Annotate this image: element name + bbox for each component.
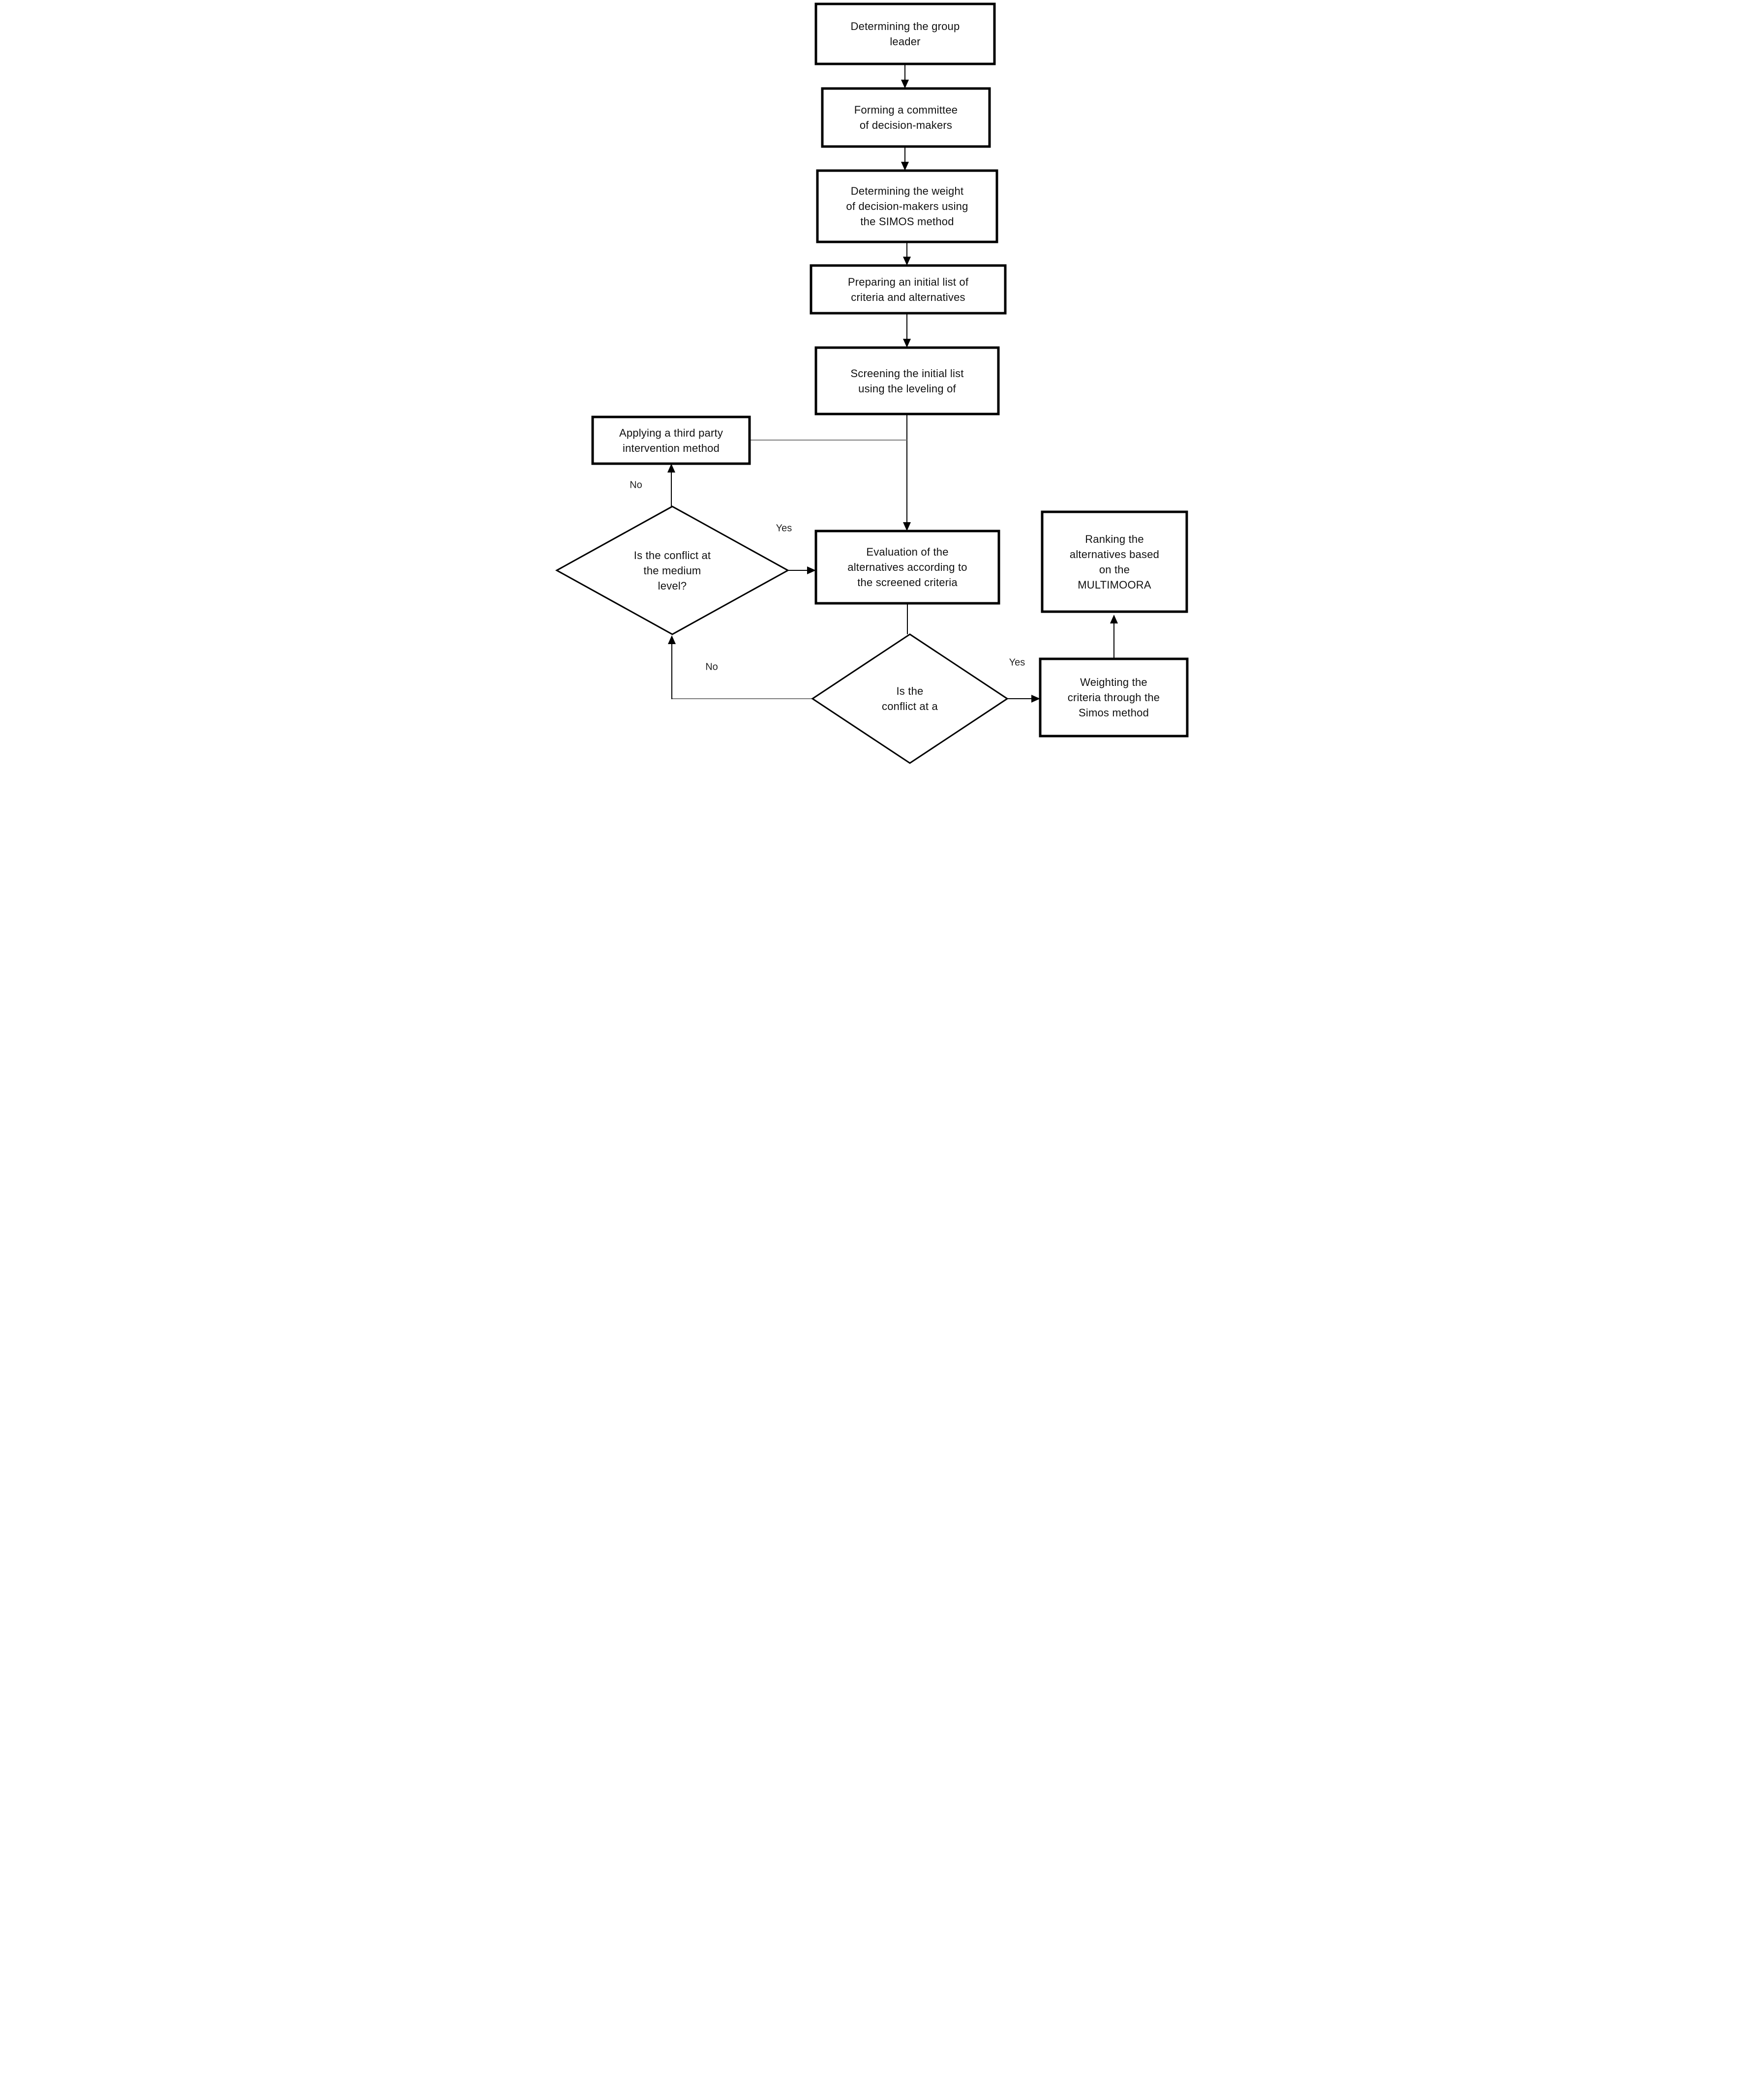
label-line: leader (890, 35, 921, 48)
label-line: of decision-makers (859, 119, 953, 131)
label-line: Preparing an initial list of (847, 275, 969, 288)
arrowhead-down-icon (901, 162, 909, 171)
node-weighting-box (1039, 657, 1189, 738)
node-ranking-box (1041, 510, 1188, 613)
node-label-group-leader: Determining the group leader (816, 4, 994, 64)
node-label-weighting: Weighting the criteria through the Simos… (1040, 659, 1187, 736)
node-initial-list-box (810, 264, 1007, 315)
label-line: alternatives according to (847, 561, 967, 573)
node-label-conflict-low: Is the conflict at a (819, 667, 1001, 731)
label-line: Determining the weight (850, 185, 964, 197)
label-line: Is the (896, 685, 924, 697)
label-line: the medium (643, 564, 701, 577)
label-line: Forming a committee (854, 104, 958, 116)
label-line: level? (658, 579, 687, 592)
node-conflict-medium-diamond (555, 505, 790, 635)
node-label-committee: Forming a committee of decision-makers (822, 89, 990, 147)
arrowhead-up-icon (667, 464, 675, 473)
label-line: criteria and alternatives (851, 291, 965, 303)
label-line: conflict at a (882, 700, 938, 712)
label-line: Ranking the (1085, 532, 1144, 545)
label-line: Simos method (1078, 707, 1149, 719)
node-evaluation-box (814, 530, 1000, 605)
node-label-weight-decision-makers: Determining the weight of decision-maker… (817, 171, 997, 242)
node-group-leader-box (814, 2, 996, 65)
edge-label-yes-low: Yes (1009, 657, 1025, 668)
label-line: Applying a third party (619, 426, 723, 439)
label-line: Is the conflict at (633, 549, 711, 562)
label-line: Determining the group (850, 20, 960, 32)
label-line: using the leveling of (858, 382, 956, 395)
node-conflict-low-diamond (811, 633, 1009, 764)
node-third-party-box (591, 415, 751, 465)
node-weight-decision-makers-box (816, 169, 998, 243)
arrowhead-down-icon (903, 257, 911, 266)
label-line: Screening the initial list (850, 367, 964, 380)
label-line: criteria through the (1067, 691, 1160, 704)
node-label-screening: Screening the initial list using the lev… (816, 348, 998, 414)
arrowhead-down-icon (903, 339, 911, 348)
arrowhead-up-icon (668, 635, 676, 644)
arrowhead-down-icon (901, 80, 909, 89)
arrowhead-up-icon (1110, 615, 1118, 623)
arrowhead-right-icon (807, 566, 816, 574)
label-line: on the (1099, 563, 1130, 576)
arrowhead-right-icon (1031, 695, 1040, 703)
label-line: the screened criteria (857, 576, 958, 589)
label-line: Evaluation of the (866, 546, 949, 558)
node-label-ranking: Ranking the alternatives based on the MU… (1042, 512, 1187, 612)
label-line: the SIMOS method (860, 215, 954, 228)
node-label-initial-list: Preparing an initial list of criteria an… (811, 266, 1005, 313)
label-line: Weighting the (1080, 676, 1147, 688)
label-line: MULTIMOORA (1078, 578, 1151, 591)
node-label-third-party: Applying a third party intervention meth… (593, 417, 750, 464)
edge-label-no-low: No (705, 661, 718, 673)
label-line: of decision-makers using (846, 200, 968, 212)
label-line: alternatives based (1069, 548, 1160, 561)
node-label-evaluation: Evaluation of the alternatives according… (816, 531, 999, 603)
label-line: intervention method (622, 442, 720, 454)
flowchart-linework (555, 2, 1189, 764)
node-screening-box (814, 346, 1000, 415)
arrowhead-down-icon (903, 522, 911, 531)
edge-label-no-medium: No (630, 479, 642, 491)
flowchart-diagram: Determining the group leader Forming a c… (552, 0, 1191, 770)
node-label-conflict-medium: Is the conflict at the medium level? (581, 538, 763, 602)
edge-label-yes-medium: Yes (776, 523, 792, 534)
node-committee-box (821, 87, 991, 148)
